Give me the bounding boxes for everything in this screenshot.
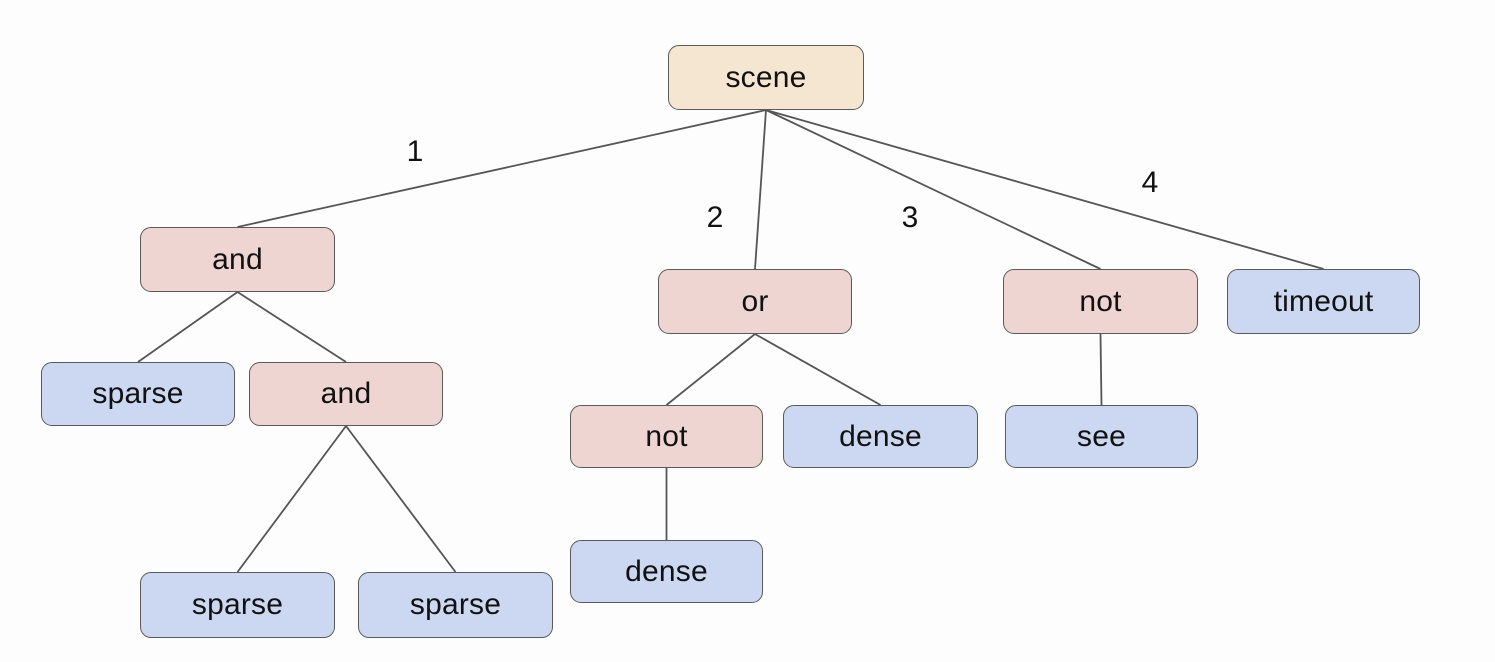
tree-node-not1: not: [1003, 269, 1198, 334]
tree-edge-not1-to-see: [1099, 333, 1103, 406]
tree-edge-and1-to-sparse1: [137, 291, 239, 363]
tree-node-and2: and: [249, 362, 443, 426]
tree-node-timeout: timeout: [1227, 269, 1420, 334]
tree-node-sparse2: sparse: [140, 572, 335, 638]
tree-edge-scene-to-or1: [754, 109, 767, 270]
tree-node-see: see: [1005, 405, 1198, 468]
tree-node-or1: or: [658, 269, 852, 334]
tree-node-sparse1: sparse: [41, 362, 235, 426]
tree-edge-scene-to-not1: [765, 109, 1101, 270]
edge-label-scene-to-timeout: 4: [1141, 166, 1159, 199]
tree-node-sparse3: sparse: [358, 572, 553, 638]
tree-edge-and2-to-sparse3: [345, 425, 457, 573]
tree-node-and1: and: [140, 227, 335, 292]
tree-edge-scene-to-timeout: [765, 109, 1324, 270]
edge-label-scene-to-or1: 2: [706, 201, 724, 234]
tree-edge-scene-to-and1: [237, 109, 767, 228]
edge-label-scene-to-and1: 1: [406, 135, 424, 168]
edge-label-scene-to-not1: 3: [901, 201, 919, 234]
tree-node-scene: scene: [668, 45, 864, 110]
tree-edge-or1-to-dense1: [754, 333, 881, 406]
tree-edge-and2-to-sparse2: [236, 425, 347, 573]
tree-edge-and1-to-and2: [237, 291, 347, 363]
tree-node-not2: not: [570, 405, 763, 468]
tree-edge-or1-to-not2: [665, 333, 756, 406]
tree-node-dense2: dense: [570, 540, 763, 603]
tree-node-dense1: dense: [783, 405, 978, 468]
